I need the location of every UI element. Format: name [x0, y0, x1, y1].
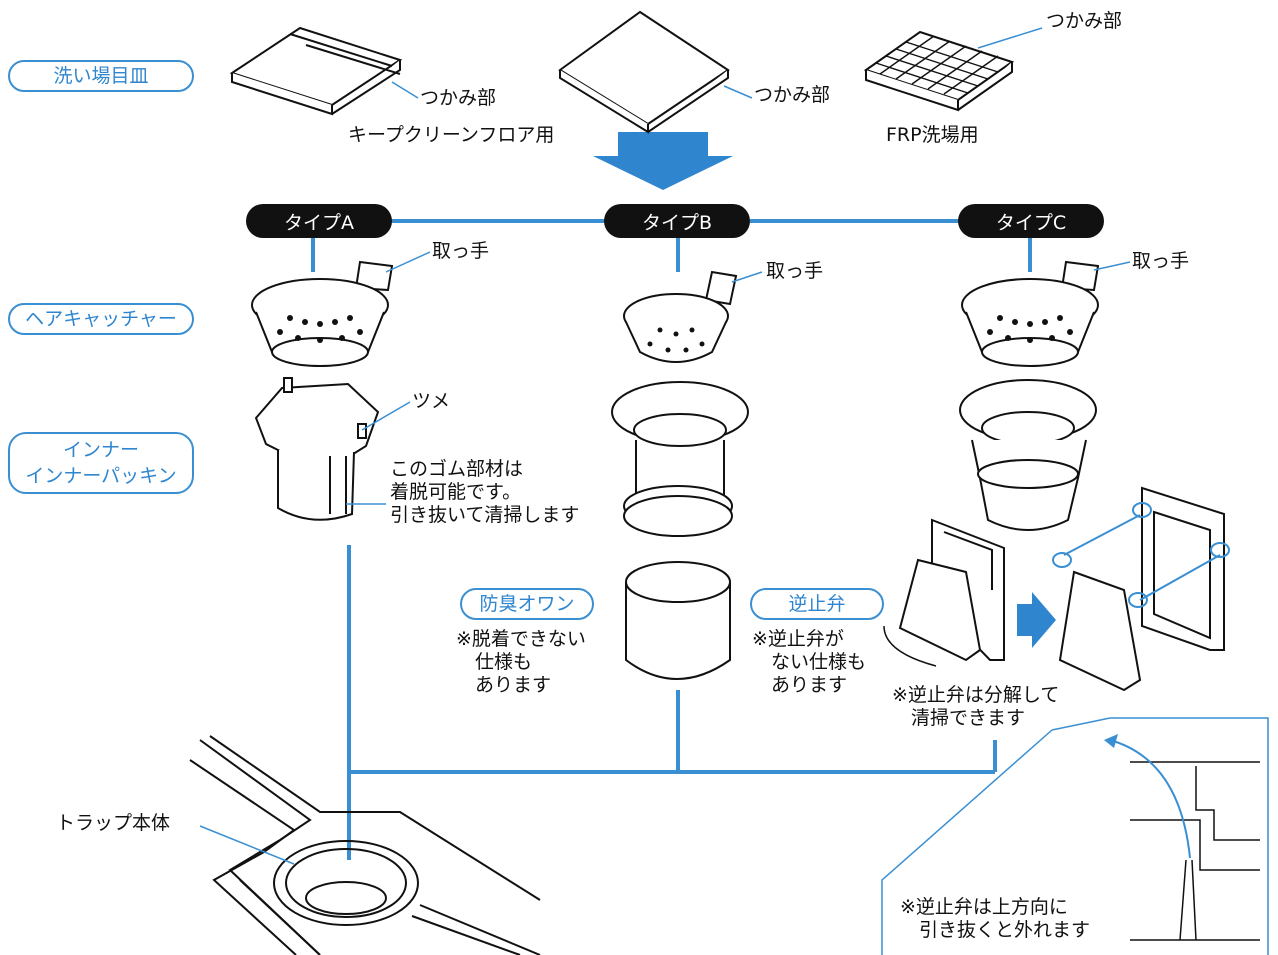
connector-lines [311, 219, 1032, 860]
rotate-arrow-icon [883, 625, 937, 667]
claw-label: ツメ [412, 390, 451, 412]
check-valve-closed-illustration [898, 518, 1005, 662]
hair-catcher-c-illustration [961, 260, 1100, 367]
category-mat: 洗い場目皿 [8, 60, 194, 92]
type-c-tag: タイプC [958, 204, 1104, 238]
category-hair-catcher: ヘアキャッチャー [8, 303, 194, 335]
valve-pull-note: ※逆止弁は上方向に 引き抜くと外れます [900, 896, 1091, 941]
type-b-tag: タイプB [604, 204, 750, 238]
lift-arrow-icon [1109, 739, 1191, 859]
odor-bowl-illustration [625, 561, 731, 680]
handle-c-label: 取っ手 [1132, 250, 1190, 272]
grip-label-2: つかみ部 [754, 84, 831, 106]
check-valve-open-illustration [1058, 486, 1225, 692]
detail-callout [881, 717, 1269, 955]
inner-a-illustration [254, 377, 380, 521]
category-check-valve: 逆止弁 [750, 588, 884, 620]
leader-lines [199, 27, 1131, 865]
valve-assembly-lines [1052, 502, 1230, 608]
bowl-note: ※脱着できない 仕様も あります [456, 628, 586, 696]
category-inner: インナー インナーパッキン [8, 432, 194, 494]
mat-plain-illustration [558, 10, 730, 134]
hair-catcher-b-illustration [623, 270, 738, 363]
valve-note: ※逆止弁が ない仕様も あります [752, 628, 867, 696]
category-inner-line2: インナーパッキン [25, 465, 177, 487]
right-arrow-icon [1017, 592, 1056, 648]
mat-keep-clean-illustration [229, 26, 403, 116]
trap-body-illustration [189, 735, 541, 955]
handle-a-label: 取っ手 [432, 240, 490, 262]
category-odor-bowl: 防臭オワン [460, 588, 594, 620]
rubber-note: このゴム部材は 着脱可能です。 引き抜いて清掃します [390, 458, 580, 526]
grip-label-3: つかみ部 [1046, 10, 1123, 32]
category-inner-line1: インナー [62, 439, 139, 461]
mat-frp-grid-illustration [863, 30, 1015, 112]
floor-frp-label: FRP洗場用 [886, 124, 979, 146]
grip-label-1: つかみ部 [420, 87, 497, 109]
inner-c-illustration [959, 379, 1097, 531]
down-arrow-icon [593, 132, 733, 190]
detail-section-illustration [1130, 761, 1260, 941]
handle-b-label: 取っ手 [766, 260, 824, 282]
trap-body-label: トラップ本体 [56, 812, 171, 834]
floor-keep-clean-label: キープクリーンフロア用 [348, 124, 555, 146]
type-a-tag: タイプA [246, 204, 392, 238]
valve-disassemble-note: ※逆止弁は分解して 清掃できます [892, 684, 1060, 729]
hair-catcher-a-illustration [251, 260, 394, 367]
inner-b-illustration [611, 381, 749, 537]
